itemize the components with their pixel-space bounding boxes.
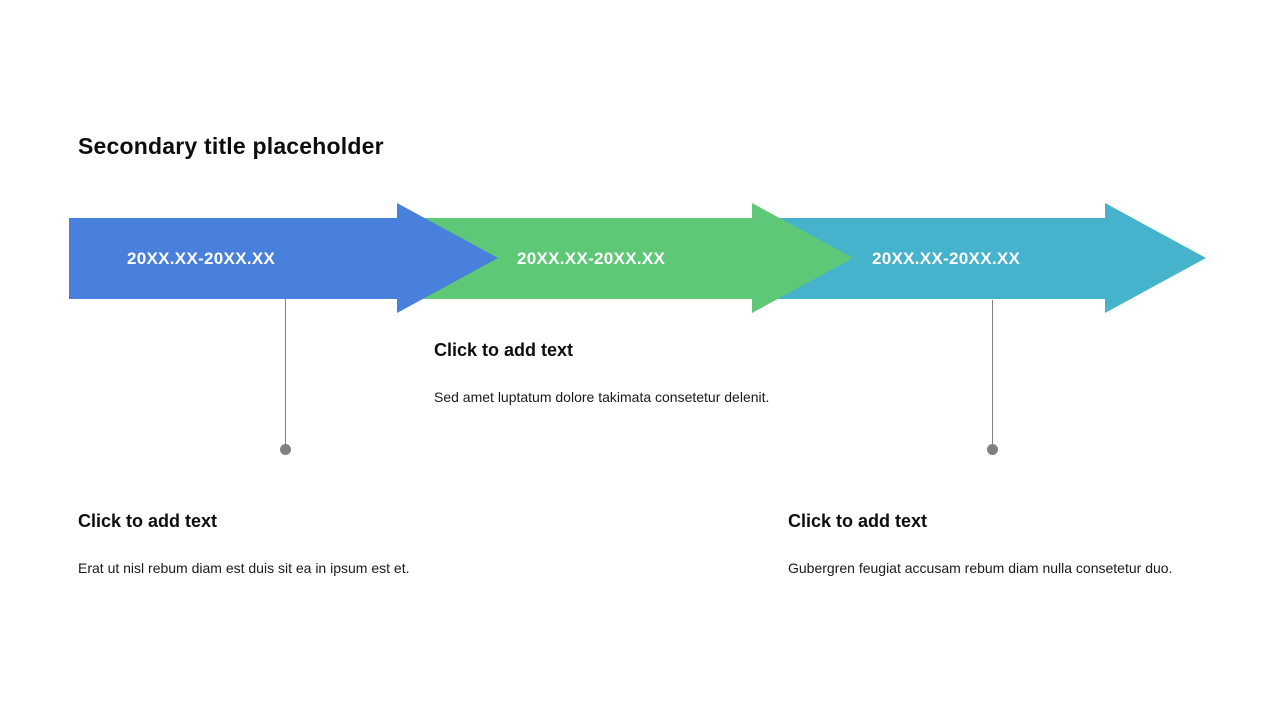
note-heading[interactable]: Click to add text (434, 340, 574, 360)
connector-line-2 (992, 300, 993, 445)
arrow-head-icon (1105, 203, 1206, 313)
connector-dot-1 (280, 444, 291, 455)
arrow-date-label[interactable]: 20XX.XX-20XX.XX (517, 248, 666, 268)
note-middle[interactable]: Click to add text Sed amet luptatum dolo… (434, 339, 904, 408)
arrow-body (69, 218, 397, 299)
arrow-head-icon (752, 203, 853, 313)
connector-line-1 (285, 299, 286, 445)
slide-title[interactable]: Secondary title placeholder (78, 133, 384, 159)
arrow-head-icon (397, 203, 498, 313)
note-body[interactable]: Gubergren feugiat accusam rebum diam nul… (788, 560, 1173, 576)
note-heading[interactable]: Click to add text (78, 511, 218, 531)
note-body[interactable]: Sed amet luptatum dolore takimata conset… (434, 389, 770, 405)
note-body[interactable]: Erat ut nisl rebum diam est duis sit ea … (78, 560, 410, 576)
note-bottom-right[interactable]: Click to add text Gubergren feugiat accu… (788, 510, 1192, 579)
connector-dot-2 (987, 444, 998, 455)
arrow-date-label[interactable]: 20XX.XX-20XX.XX (127, 248, 276, 268)
note-heading[interactable]: Click to add text (788, 511, 928, 531)
note-bottom-left[interactable]: Click to add text Erat ut nisl rebum dia… (78, 510, 618, 579)
arrow-date-label[interactable]: 20XX.XX-20XX.XX (872, 248, 1021, 268)
